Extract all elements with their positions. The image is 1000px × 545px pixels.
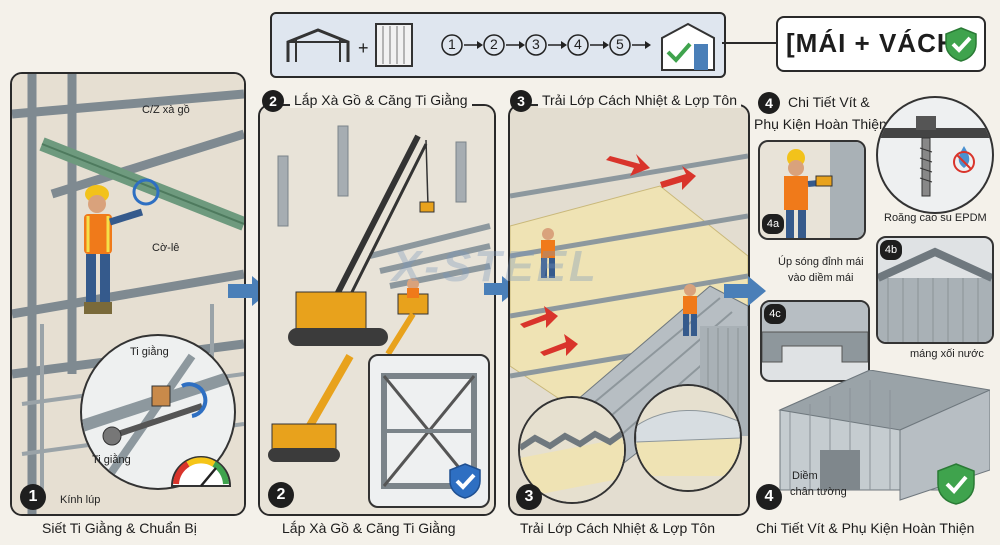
roof-worker-1 [541,228,555,278]
plus-icon: + [358,38,369,58]
gutter-label: máng xối nước [910,348,984,360]
sub-4c-badge: 4c [764,304,786,324]
gasket-label: Roăng cao su EPDM [884,212,987,224]
ridge-label-line2: vào diềm mái [788,272,854,284]
aerial-lift-worker [385,278,429,356]
panel-4-caption: Chi Tiết Vít & Phụ Kiện Hoàn Thiện [756,520,975,536]
sheet-profile-zoom [518,396,626,504]
sheet-direction-arrows [520,154,696,356]
panel-3-illustration [510,106,748,514]
step-2-label: 2 [490,36,498,52]
check-shield-icon [945,27,977,62]
panel-2-caption: Lắp Xà Gồ & Căng Ti Giằng [282,520,456,536]
panel-step-3: 3 [508,104,750,516]
gutter-inset: 4c [760,300,870,382]
base-trim-label-line1: Diềm [792,470,818,482]
screw-detail-circle [876,96,994,214]
panel-1-number: 1 [20,484,46,510]
step-1-label: 1 [448,36,456,52]
step-5-label: 5 [616,36,624,52]
boom-lift [268,354,354,462]
tie-rod-top-label: Ti giằng [130,346,169,358]
panel-3-title: Trải Lớp Cách Nhiệt & Lợp Tôn [538,92,742,108]
panel-3-caption: Trải Lớp Cách Nhiệt & Lợp Tôn [520,520,716,536]
panel-1-caption: Siết Ti Giằng & Chuẩn Bị [42,520,197,536]
wrench-rotation-icon [132,178,160,206]
badge-text: [MÁI + VÁCH] [786,28,967,58]
worker-figure [84,185,144,314]
roof-wall-badge: [MÁI + VÁCH] [776,16,986,72]
purlin-label: C/Z xà gồ [142,104,190,116]
ridge-cap-inset: 4b [876,236,994,344]
ridge-label-line1: Úp sóng đỉnh mái [778,256,864,268]
purlin-stack [369,223,491,289]
panel-step-1: C/Z xà gồ Cờ-lê Ti giằng Ti giằng Kính l… [10,72,246,516]
frame-icon [286,28,350,62]
sub-4a-badge: 4a [762,214,784,234]
panel-2-title: Lắp Xà Gồ & Căng Ti Giằng [290,92,472,108]
panel-3-number-bottom: 3 [516,484,542,510]
step-arrow-3 [724,276,766,306]
wall-panel-icon [375,23,413,67]
roof-worker-2 [683,284,697,336]
scaffold-label: Kính lúp [60,494,101,506]
panel-3-number: 3 [510,90,532,112]
sub-4b-badge: 4b [880,240,902,260]
crawler-crane [288,134,435,346]
panel-1-illustration [12,74,244,514]
screw-install-inset: 4a [758,140,866,240]
panel-4-title-line1: Chi Tiết Vít & [788,94,870,110]
building-check-icon [661,22,715,71]
panel-4-title-line2: Phụ Kiện Hoàn Thiện [754,116,887,132]
process-header-box: + 1 2 3 4 5 [270,12,726,78]
header-connector-line [722,42,776,44]
panel-2-number: 2 [262,90,284,112]
panel-4-number: 4 [758,92,780,114]
watermark: X-STEEL [392,242,599,291]
tension-gauge-icon [170,456,232,487]
panel-2-number-bottom: 2 [268,482,294,508]
panel-4-number-bottom: 4 [756,484,782,510]
base-trim-label-line2: chân tường [790,486,847,498]
step-3-label: 3 [532,36,540,52]
panel-step-2: 2 [258,104,496,516]
steel-columns [277,125,467,227]
header-graphics: + [286,22,715,71]
insulation-zoom [634,384,742,492]
step-sequence [441,34,651,56]
tie-rod-bottom-label: Ti giằng [92,454,131,466]
wrench-label: Cờ-lê [152,242,180,254]
shield-check-icon [449,463,481,499]
completion-check-shield [937,463,975,505]
step-4-label: 4 [574,36,582,52]
